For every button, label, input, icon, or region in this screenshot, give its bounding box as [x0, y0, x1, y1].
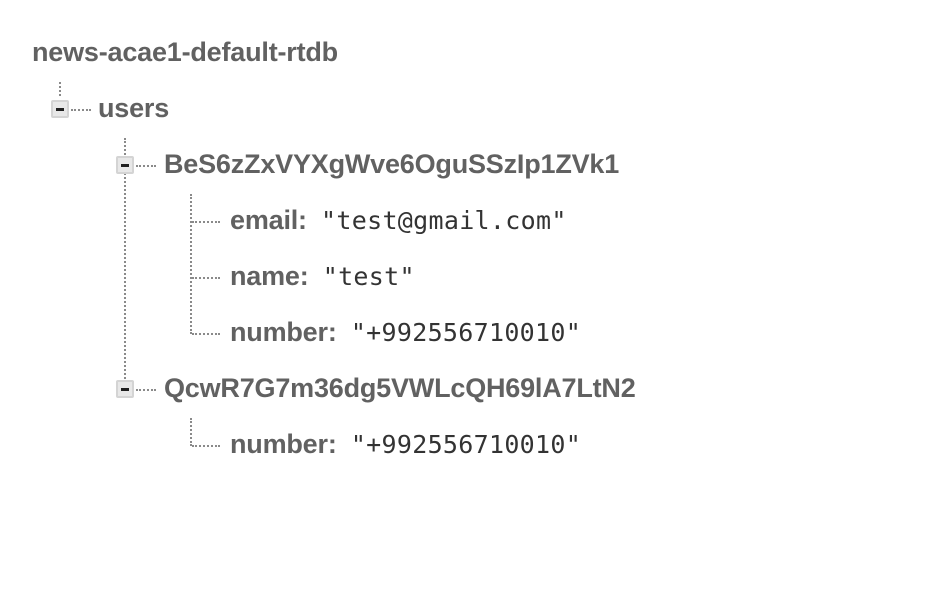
tree-connector	[190, 418, 192, 446]
field-value[interactable]: "+992556710010"	[350, 318, 582, 347]
field-value[interactable]: "test"	[322, 262, 415, 291]
field-colon: :	[299, 261, 309, 291]
tree-connector	[59, 82, 61, 96]
tree-connector	[192, 221, 220, 223]
field-colon: :	[327, 317, 337, 347]
tree-connector	[124, 138, 126, 390]
field-row-number[interactable]: number: "+992556710010"	[230, 428, 581, 465]
collapse-user-1-icon[interactable]	[116, 156, 134, 174]
tree-connector	[136, 389, 156, 391]
collapse-user-2-icon[interactable]	[116, 380, 134, 398]
field-value[interactable]: "+992556710010"	[350, 430, 582, 459]
field-key: number	[230, 429, 328, 459]
tree-connector	[192, 445, 220, 447]
field-colon: :	[298, 205, 308, 235]
tree-connector	[192, 333, 220, 335]
field-key: number	[230, 317, 328, 347]
field-key: name	[230, 261, 300, 291]
tree-connector	[71, 109, 91, 111]
users-node-label[interactable]: users	[98, 93, 170, 123]
field-row-email[interactable]: email: "test@gmail.com"	[230, 204, 567, 241]
user-1-id[interactable]: BeS6zZxVYXgWve6OguSSzIp1ZVk1	[164, 149, 620, 179]
user-2-id[interactable]: QcwR7G7m36dg5VWLcQH69lA7LtN2	[164, 373, 636, 403]
tree-connector	[190, 194, 192, 334]
field-row-number[interactable]: number: "+992556710010"	[230, 316, 581, 353]
field-colon: :	[327, 429, 337, 459]
collapse-users-icon[interactable]	[51, 100, 69, 118]
field-key: email	[230, 205, 299, 235]
root-node-label[interactable]: news-acae1-default-rtdb	[32, 37, 338, 67]
field-row-name[interactable]: name: "test"	[230, 260, 415, 297]
tree-connector	[136, 165, 156, 167]
tree-connector	[192, 277, 220, 279]
field-value[interactable]: "test@gmail.com"	[321, 206, 567, 235]
